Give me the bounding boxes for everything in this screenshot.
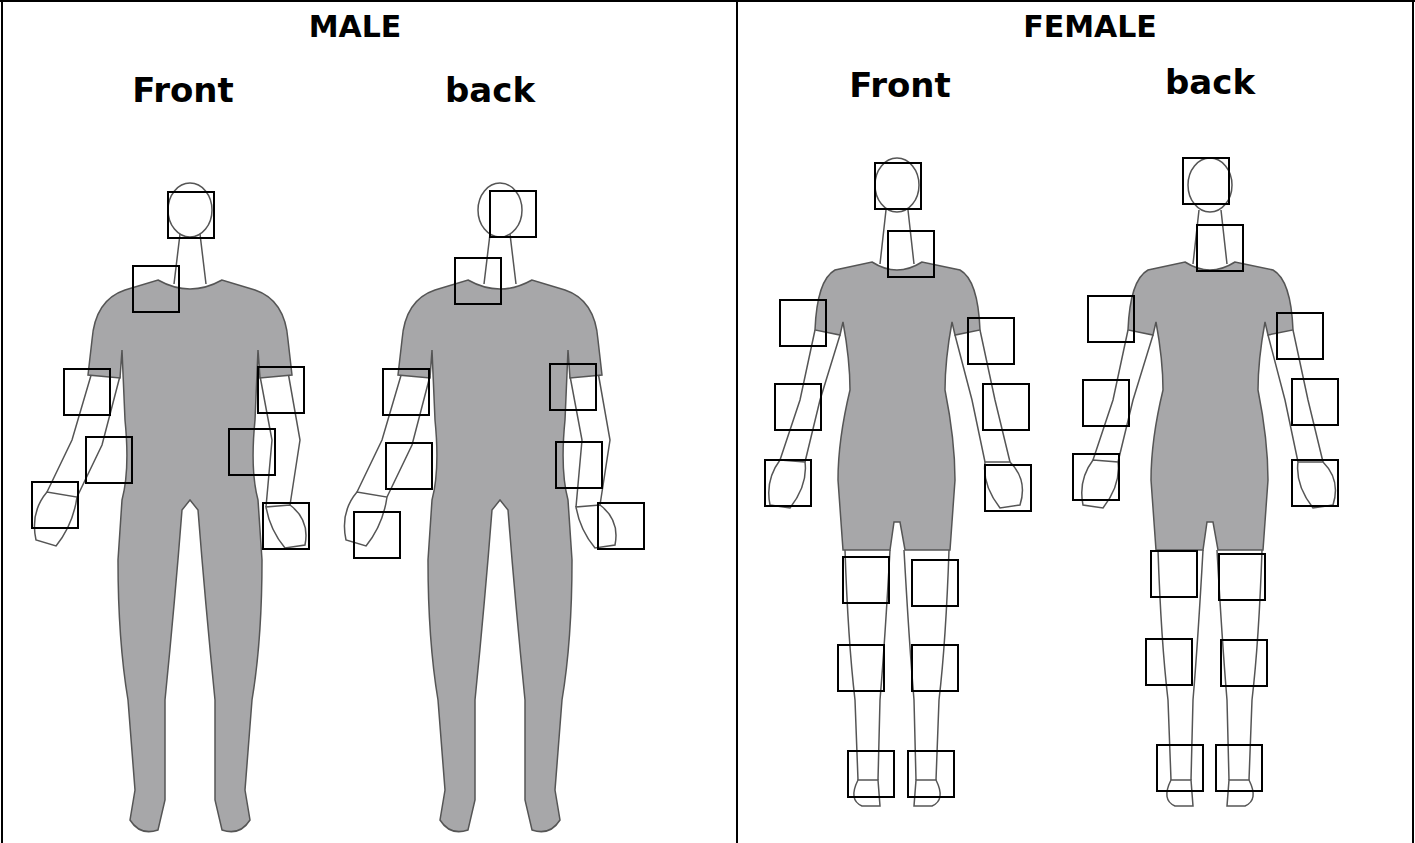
view-label: Front bbox=[132, 72, 234, 109]
section-heading: FEMALE bbox=[1023, 10, 1157, 43]
view-label: Front bbox=[849, 67, 951, 104]
section-heading: MALE bbox=[309, 10, 402, 43]
view-label: back bbox=[445, 72, 535, 109]
view-label: back bbox=[1165, 64, 1255, 101]
